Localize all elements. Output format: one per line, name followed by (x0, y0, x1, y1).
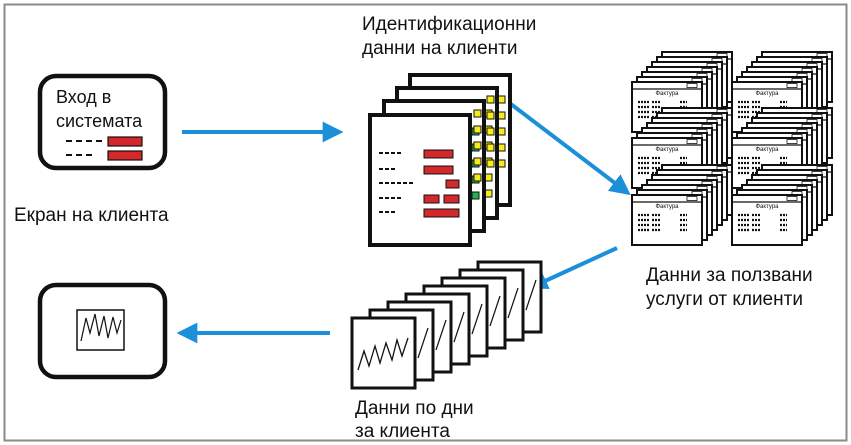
green-tab (471, 191, 480, 200)
invoice-title: Фактура (655, 91, 679, 97)
line-chart-icon-line (80, 313, 122, 342)
daily-chart-edge-line (525, 279, 537, 311)
yellow-tab (473, 173, 482, 182)
login-password-field (107, 150, 143, 161)
yellow-tab (497, 95, 506, 104)
daily-caption-line1: Данни по дни (355, 398, 474, 419)
yellow-tab (486, 111, 495, 120)
daily-chart-edge-line (507, 287, 519, 319)
daily-chart-edge-line (471, 303, 483, 335)
login-screen (37, 73, 168, 171)
outer-frame (3, 3, 848, 442)
daily-chart-edge-line (453, 311, 465, 343)
invoice-logo-box (686, 139, 698, 144)
customer-id-caption-line1: Идентификационни (362, 14, 537, 35)
yellow-tab (497, 143, 506, 152)
daily-chart-edge-line (417, 327, 429, 359)
id-red-field (423, 208, 460, 218)
login-screen-caption: Екран на клиента (14, 205, 169, 226)
invoice-title: Фактура (755, 204, 779, 210)
id-red-field (423, 194, 440, 204)
invoice-logo-box (786, 196, 798, 201)
invoice-logo-box (686, 83, 698, 88)
usage-caption-line1: Данни за ползвани (646, 265, 813, 286)
login-username-field (107, 136, 143, 147)
customer-id-caption-line2: данни на клиенти (362, 38, 518, 59)
invoice-logo-box (786, 139, 798, 144)
yellow-tab (473, 141, 482, 150)
invoice-page: Фактура (731, 194, 803, 246)
arrow-id-to-usage (493, 90, 631, 196)
daily-line-chart (357, 337, 409, 371)
daily-chart-page (350, 316, 417, 390)
id-red-field (423, 149, 454, 159)
daily-chart-pages (350, 260, 543, 390)
login-title-line1: Вход в (56, 87, 112, 107)
id-red-field (445, 179, 460, 189)
arrow-usage-to-daily (529, 246, 618, 289)
daily-chart-edge-line (489, 295, 501, 327)
invoice-logo-box (786, 83, 798, 88)
yellow-tab (473, 125, 482, 134)
yellow-tab (486, 159, 495, 168)
chart-screen (37, 282, 168, 380)
invoice-stack: Фактура (731, 164, 833, 246)
id-red-field (443, 194, 460, 204)
invoice-title: Фактура (655, 204, 679, 210)
customer-id-documents (368, 73, 512, 247)
yellow-tab (497, 127, 506, 136)
yellow-tab (497, 111, 506, 120)
invoice-page: Фактура (631, 194, 703, 246)
daily-caption-line2: за клиента (355, 421, 450, 442)
yellow-tab (497, 159, 506, 168)
invoice-sheet (731, 194, 803, 246)
invoice-logo-box (686, 196, 698, 201)
yellow-tab (484, 189, 493, 198)
invoice-stack: Фактура (631, 164, 733, 246)
yellow-tab (486, 143, 495, 152)
invoice-sheet (631, 194, 703, 246)
yellow-tab (484, 173, 493, 182)
invoice-title: Фактура (655, 147, 679, 153)
invoice-title: Фактура (755, 147, 779, 153)
daily-chart-edge-line (435, 319, 447, 351)
yellow-tab (473, 109, 482, 118)
login-dash-lines (66, 140, 102, 156)
invoice-title: Фактура (755, 91, 779, 97)
yellow-tab (486, 127, 495, 136)
login-title-line2: системата (56, 111, 143, 131)
id-red-field (423, 165, 454, 175)
usage-caption-line2: услуги от клиенти (646, 289, 803, 310)
flow-arrows (176, 90, 631, 344)
yellow-tab (473, 157, 482, 166)
yellow-tab (486, 95, 495, 104)
